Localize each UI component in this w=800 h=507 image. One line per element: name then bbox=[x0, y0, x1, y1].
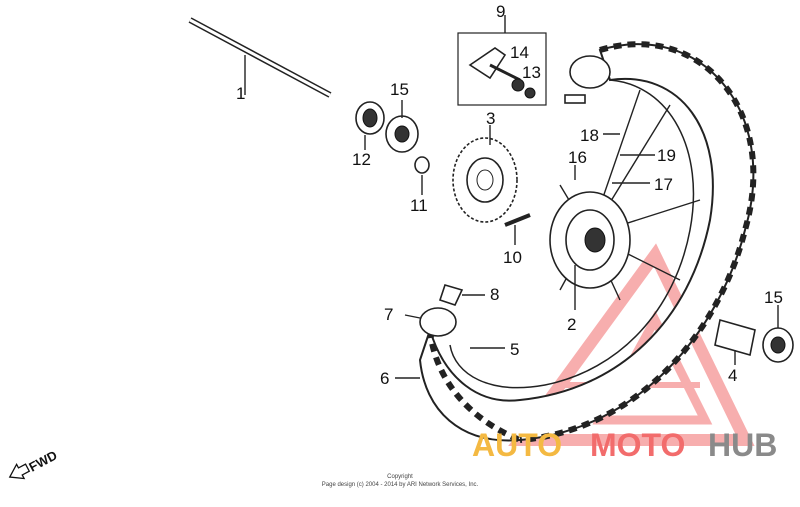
callout-2: 2 bbox=[567, 315, 576, 334]
callout-7: 7 bbox=[384, 305, 393, 324]
callout-16: 16 bbox=[568, 148, 587, 167]
callout-11: 11 bbox=[410, 196, 428, 215]
callout-8: 8 bbox=[490, 285, 499, 304]
callout-4: 4 bbox=[728, 366, 737, 385]
callout-12: 12 bbox=[352, 150, 371, 169]
callout-17: 17 bbox=[654, 175, 673, 194]
callout-13: 13 bbox=[522, 63, 541, 82]
watermark-moto: MOTO bbox=[590, 427, 685, 463]
speedometer-gear-box bbox=[457, 15, 547, 106]
fwd-indicator: FWD bbox=[8, 448, 60, 480]
callout-15: 15 bbox=[390, 80, 409, 99]
callout-19: 19 bbox=[657, 146, 676, 165]
callout-9: 9 bbox=[496, 2, 505, 21]
tire-and-rim bbox=[418, 41, 757, 443]
callout-15b: 15 bbox=[764, 288, 783, 307]
tube-and-rim-band bbox=[395, 284, 505, 379]
brake-disc bbox=[452, 125, 518, 223]
watermark-text: AUTO MOTO HUB bbox=[472, 427, 777, 463]
watermark-hub: HUB bbox=[708, 427, 777, 463]
callout-1: 1 bbox=[236, 84, 245, 103]
copyright-line1: Copyright bbox=[387, 474, 413, 480]
watermark-auto: AUTO bbox=[472, 427, 562, 463]
bolt bbox=[504, 213, 531, 227]
callout-6: 6 bbox=[380, 369, 389, 388]
callout-14: 14 bbox=[510, 43, 529, 62]
fwd-label: FWD bbox=[26, 448, 59, 475]
copyright-line2: Page design (c) 2004 - 2014 by ARI Netwo… bbox=[322, 482, 479, 488]
callout-5: 5 bbox=[510, 340, 519, 359]
axle bbox=[188, 17, 332, 98]
seal-and-bearing bbox=[355, 100, 419, 153]
collar bbox=[414, 156, 430, 174]
callout-10: 10 bbox=[503, 248, 522, 267]
callout-3: 3 bbox=[486, 109, 495, 128]
callout-labels: 1 2 3 4 5 6 7 8 9 10 11 12 13 14 15 15 1… bbox=[236, 2, 783, 388]
callout-18: 18 bbox=[580, 126, 599, 145]
distance-collar-and-bearing bbox=[714, 305, 794, 365]
